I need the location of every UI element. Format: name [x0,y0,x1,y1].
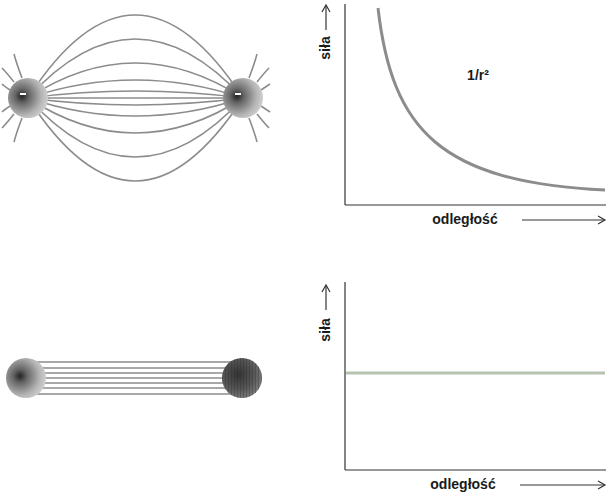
field-stub [249,118,257,142]
flux-tube [28,362,240,394]
field-line [28,98,243,181]
charge-highlight [235,93,241,95]
axis-arrow [325,286,326,310]
field-line [28,98,243,105]
flux-tube-line [28,373,240,383]
axis-arrow [522,219,604,220]
field-line [28,39,243,98]
axis-arrowhead [322,285,330,292]
charge-sphere [8,78,48,118]
flux-tube-line [28,377,240,378]
field-lines [2,15,270,181]
axis-label: odległość [432,212,497,227]
field-line [28,98,243,157]
charge-sphere [223,78,263,118]
charge-highlight [20,93,26,95]
quark-hatching [222,358,262,398]
force-line [346,372,605,375]
field-line [28,15,243,98]
field-stub [261,106,270,112]
axis-arrowhead [598,481,605,489]
field-line [28,98,243,116]
flux-tube-line [28,362,240,394]
axes [322,282,606,489]
axis-arrowhead [598,216,605,224]
axis-label: odległość [430,477,495,492]
axis-arrow [325,6,326,30]
y-axis [344,282,345,470]
field-stub [257,114,269,128]
field-stub [2,106,10,112]
field-stub [2,114,14,128]
axis-arrow [520,484,604,485]
quark-sphere [6,358,46,398]
field-line [28,97,243,99]
field-line [28,63,243,98]
field-line [28,80,243,98]
y-axis [344,4,345,205]
field-stub [261,84,270,90]
field-stub [2,84,10,90]
x-axis [345,204,606,205]
force-curve [378,8,605,190]
field-stub [14,118,22,142]
quark-sphere [222,358,262,398]
x-axis [345,469,606,470]
axis-label: siła [318,36,333,59]
field-line [28,91,243,98]
axis-arrowhead [322,5,330,12]
field-stub [2,68,14,82]
formula-label: 1/r² [467,68,489,83]
field-stub [257,68,269,82]
field-stub [14,54,22,78]
flux-tube-line [28,368,240,388]
axes [322,4,606,224]
field-stub [249,54,257,78]
axis-label: siła [318,318,333,341]
